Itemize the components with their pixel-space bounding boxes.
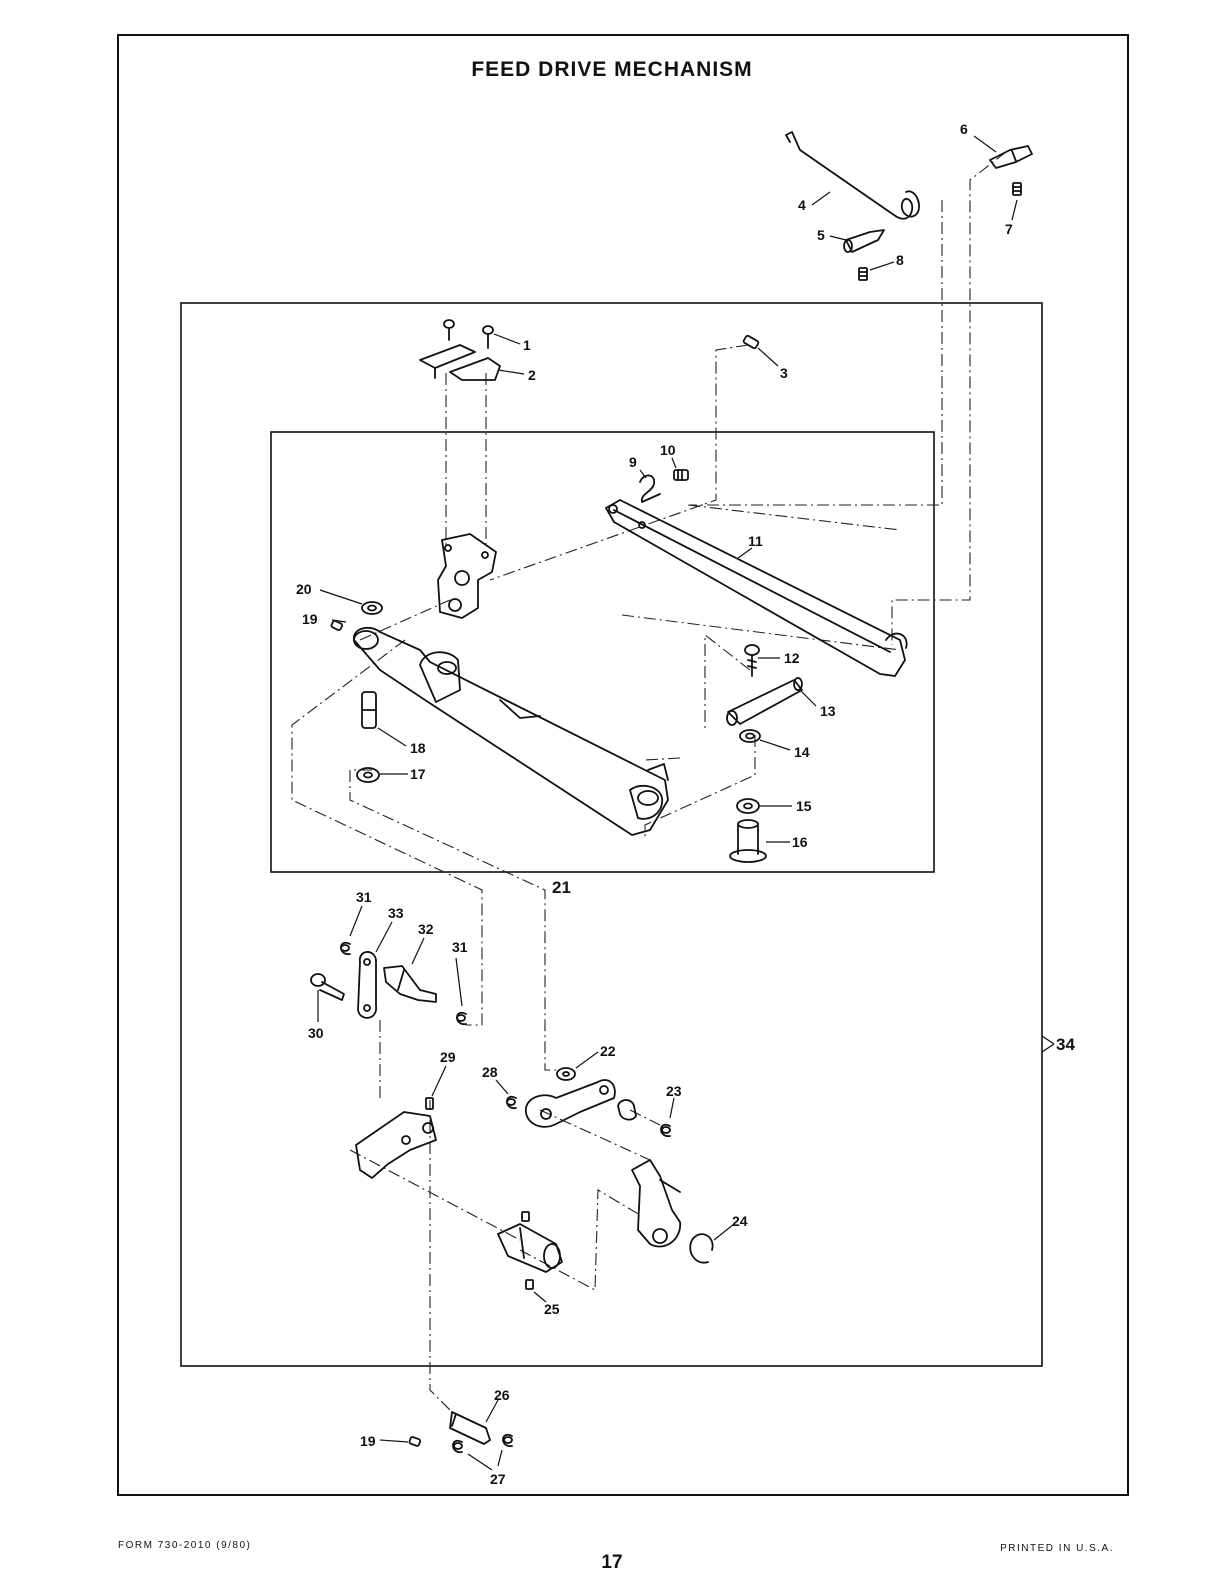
callout-34: 34	[1056, 1035, 1075, 1054]
assembly-34-box	[181, 303, 1042, 1366]
part-9-hook	[640, 475, 660, 502]
callout-9: 9	[629, 454, 637, 470]
printed-in-note: PRINTED IN U.S.A.	[1000, 1543, 1114, 1554]
part-25-set-screw-top	[522, 1212, 529, 1221]
part-2-bracket	[420, 345, 500, 380]
callout-31-b: 31	[452, 939, 468, 955]
callout-22: 22	[600, 1043, 616, 1059]
part-16-bushing	[730, 820, 766, 862]
part-5-pin	[844, 230, 884, 252]
part-13-stud	[727, 678, 802, 725]
part-18-pin	[362, 692, 376, 728]
callout-21: 21	[552, 878, 571, 897]
callout-12: 12	[784, 650, 800, 666]
callout-2: 2	[528, 367, 536, 383]
part-30-shoulder-screw	[311, 974, 344, 1000]
callout-16: 16	[792, 834, 808, 850]
part-8-set-screw	[859, 268, 867, 280]
callout-33: 33	[388, 905, 404, 921]
part-7-set-screw	[1013, 183, 1021, 195]
callout-20: 20	[296, 581, 312, 597]
part-6-pin	[990, 146, 1032, 168]
drive-link	[526, 1080, 615, 1127]
callout-13: 13	[820, 703, 836, 719]
part-28-e-ring	[507, 1097, 516, 1108]
part-31-e-ring-2	[457, 1013, 466, 1024]
part-32-shaft	[384, 966, 436, 1002]
callout-19: 19	[302, 611, 318, 627]
callout-23: 23	[666, 1083, 682, 1099]
leader-lines	[318, 136, 1054, 1470]
part-31-e-ring	[341, 943, 350, 954]
callout-18: 18	[410, 740, 426, 756]
callout-7: 7	[1005, 221, 1013, 237]
callout-24: 24	[732, 1213, 748, 1229]
part-20-washer	[362, 602, 382, 614]
part-33-link	[358, 952, 376, 1018]
part-22-washer	[557, 1068, 575, 1080]
part-1-screws	[444, 320, 493, 348]
crank-arm	[356, 1112, 436, 1178]
callout-31: 31	[356, 889, 372, 905]
callout-11: 11	[748, 533, 763, 549]
part-15-washer	[737, 799, 759, 813]
part-11-feed-bar	[606, 500, 907, 676]
outer-border	[118, 35, 1128, 1495]
callout-8: 8	[896, 252, 904, 268]
callout-26: 26	[494, 1387, 510, 1403]
callout-15: 15	[796, 798, 812, 814]
callout-25: 25	[544, 1301, 560, 1317]
callout-5: 5	[817, 227, 825, 243]
callout-6: 6	[960, 121, 968, 137]
part-23-e-ring	[661, 1125, 670, 1136]
callout-30: 30	[308, 1025, 324, 1041]
exploded-guide-lines	[292, 152, 1006, 1410]
part-27-e-ring-a	[453, 1441, 462, 1452]
callout-27: 27	[490, 1471, 506, 1487]
main-feed-casting	[354, 628, 668, 835]
assembly-21-box	[271, 432, 934, 872]
lower-arm	[632, 1160, 680, 1247]
upper-bracket	[438, 534, 496, 618]
callout-10: 10	[660, 442, 676, 458]
part-25-set-screw-bottom	[526, 1280, 533, 1289]
form-number: FORM 730-2010 (9/80)	[118, 1540, 251, 1551]
callout-14: 14	[794, 744, 810, 760]
part-25-coupling	[498, 1224, 562, 1272]
callout-17: 17	[410, 766, 426, 782]
page-number: 17	[0, 1552, 1224, 1574]
part-3-set-screw	[743, 335, 759, 349]
part-19-set-screw-lower	[409, 1436, 421, 1446]
part-4-spring	[786, 132, 919, 219]
part-12-screw	[745, 645, 759, 676]
callout-19-lower: 19	[360, 1433, 376, 1449]
callout-28: 28	[482, 1064, 498, 1080]
part-10-screw	[674, 470, 688, 480]
stud-23-area	[618, 1100, 636, 1120]
part-14-washer	[740, 730, 760, 742]
callout-1: 1	[523, 337, 531, 353]
callout-4: 4	[798, 197, 806, 213]
part-24-retaining-ring	[690, 1234, 712, 1263]
callout-3: 3	[780, 365, 788, 381]
callout-29: 29	[440, 1049, 456, 1065]
part-26-pin	[450, 1412, 490, 1444]
callout-32: 32	[418, 921, 434, 937]
part-27-e-ring-b	[503, 1435, 512, 1446]
